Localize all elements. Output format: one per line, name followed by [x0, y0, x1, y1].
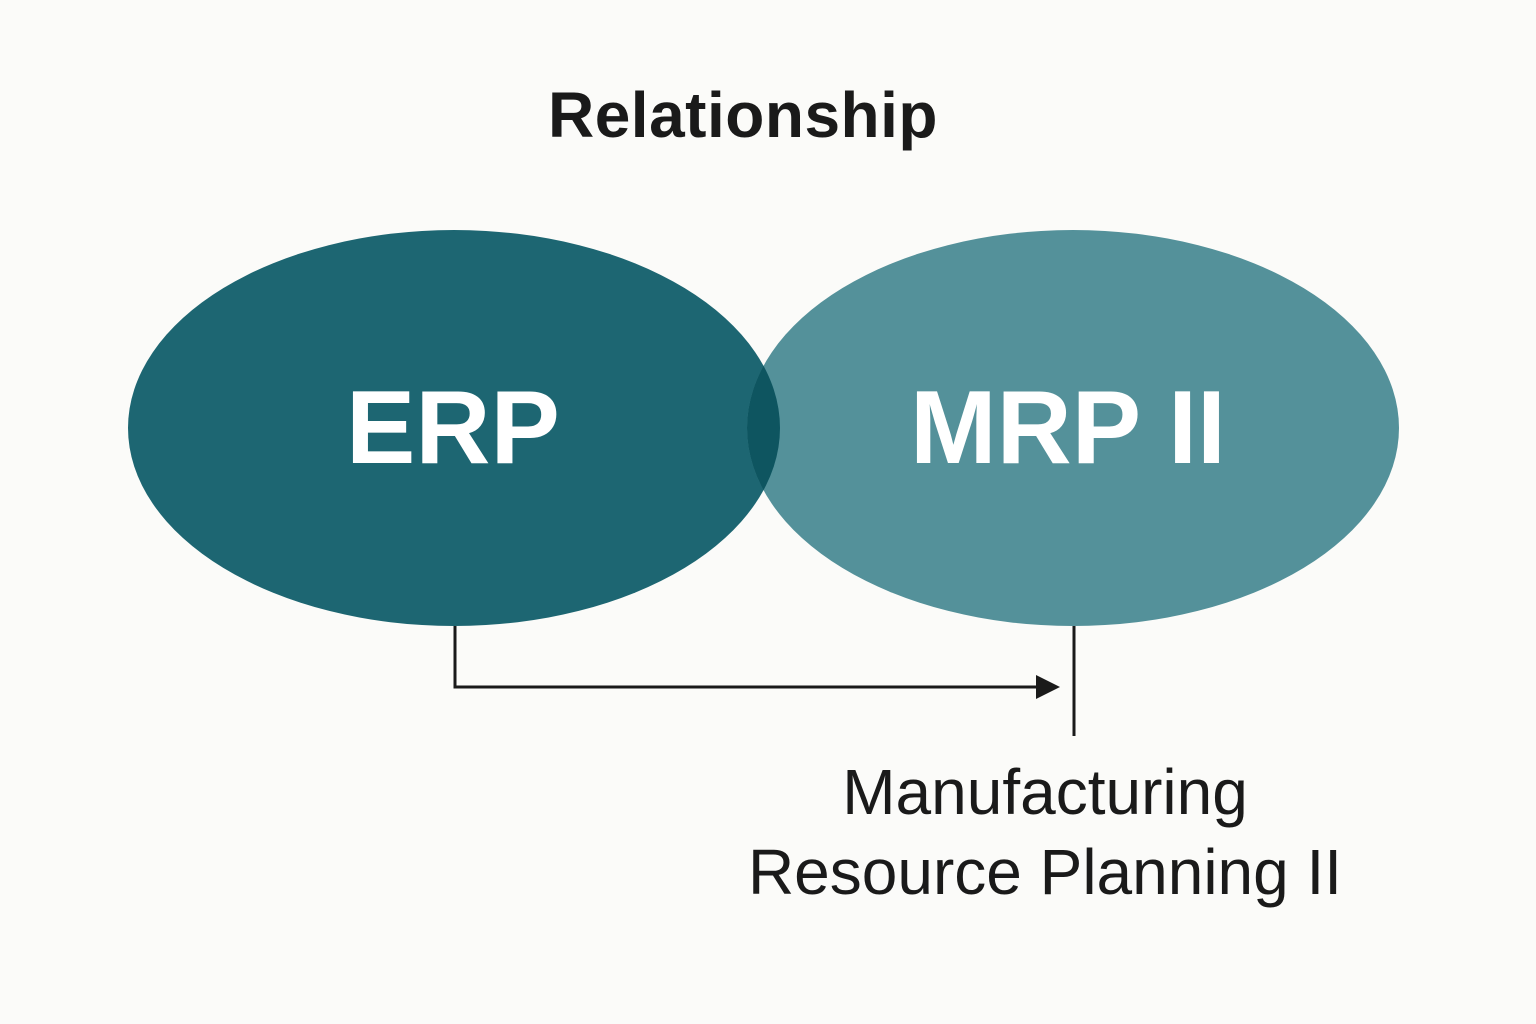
- caption-line-2: Resource Planning II: [747, 836, 1343, 908]
- arrow-head-icon: [1036, 675, 1060, 699]
- mrp-ellipse: [747, 230, 1399, 626]
- connector-line: [453, 626, 1040, 689]
- erp-label: ERP: [346, 370, 560, 486]
- erp-ellipse: [128, 230, 780, 626]
- mrp-label: MRP II: [910, 370, 1226, 486]
- diagram-title: Relationship: [547, 79, 939, 151]
- caption-line-1: Manufacturing: [842, 756, 1248, 828]
- mrp-caption: Manufacturing Resource Planning II: [700, 752, 1390, 912]
